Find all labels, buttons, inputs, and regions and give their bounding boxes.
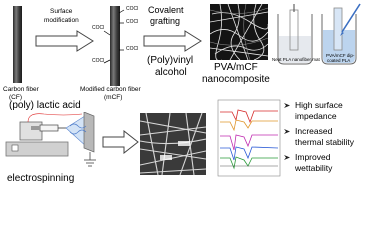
property-increased: Increased [295,126,333,136]
surface-modification-label-1: Surface [50,8,73,15]
properties-list: High surface impedance Increased thermal… [282,101,364,187]
pva-mcf-dip-label-1: PVA/mCF dip- [326,53,355,58]
modified-carbon-fiber-rod [110,6,120,86]
surface-modification-label-2: modification [44,17,79,24]
checkmark-icon [284,129,290,134]
carbon-fiber-label: Carbon fiber [3,86,39,93]
carbon-fiber-rod [13,6,22,83]
covalent-label: Covalent [148,5,184,15]
pva-mcf-sem-image [210,4,268,60]
cocl-label-2: COCl [126,19,139,25]
cocl-label-4: COCl [126,46,139,52]
pla-sem-image [140,113,206,175]
checkmark-icon [284,155,290,160]
modified-cf-abbr-label: (mCF) [104,94,123,101]
modified-cf-label: Modified carbon fiber [80,86,141,93]
surface-modification-arrow [35,30,94,52]
checkmark-icon [284,103,290,108]
pva-mcf-label-1: PVA/mCF [214,62,258,73]
beakers-illustration [277,3,361,65]
neat-pla-label: Neat PLA nanofiber mat [272,57,320,62]
cocl-label-3: COCl [92,25,105,31]
cocl-label-1: COCl [126,6,139,12]
property-impedance: impedance [295,111,337,121]
pva-label-2: alcohol [155,67,187,78]
electrospinning-apparatus [5,112,96,167]
electrospinning-arrow [102,130,139,154]
property-improved: Improved [295,152,331,162]
pla-label: (poly) lactic acid [9,100,81,111]
ftir-spectra-chart [217,99,281,177]
property-high-surface: High surface [295,100,343,110]
pva-mcf-label-2: nanocomposite [202,74,270,85]
pva-mcf-dip-label-2: coated PLA [327,58,351,63]
covalent-grafting-arrow [143,30,202,52]
cocl-bonds [103,9,125,64]
pva-label-1: (Poly)vinyl [147,55,194,66]
electrospinning-label: electrospinning [7,173,75,184]
cocl-label-5: COCl [92,58,105,64]
property-thermal-stability: thermal stability [295,137,355,147]
property-wettability: wettability [295,163,333,173]
carbon-fiber-abbr-label: (CF) [9,94,22,101]
grafting-label: grafting [150,16,181,26]
